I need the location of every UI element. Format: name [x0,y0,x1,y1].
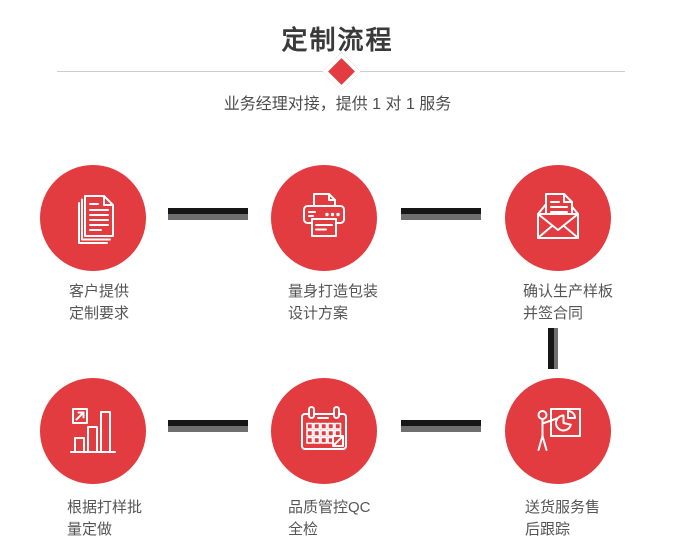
connector-step1-step2 [168,208,248,220]
step-label-3: 确认生产样板 并签合同 [523,281,613,325]
step-label-5-line2: 全检 [288,521,319,538]
step-circle-6 [505,378,611,484]
envelope-icon [537,193,579,239]
presentation-icon [537,408,581,451]
step-label-6: 送货服务售 后跟踪 [525,497,600,541]
step-label-4-line1: 根据打样批 [67,499,143,516]
step-circle-2 [271,165,377,271]
documents-icon [78,195,114,244]
step-circle-4 [40,378,146,484]
step-label-4-line2: 量定做 [67,521,113,538]
step-label-6-line2: 后跟踪 [525,521,571,538]
connector-step4-step5 [168,420,248,432]
step-label-4: 根据打样批 量定做 [67,497,142,541]
page-subtitle: 业务经理对接，提供 1 对 1 服务 [223,96,452,113]
step-circle-1 [40,165,146,271]
step-label-2-line1: 量身打造包装 [288,283,379,300]
step-circle-3 [505,165,611,271]
step-label-2-line2: 设计方案 [288,305,349,322]
connector-step2-step3 [401,208,481,220]
step-label-6-line1: 送货服务售 [525,499,601,516]
step-label-3-line1: 确认生产样板 [523,283,614,300]
step-label-1-line2: 定制要求 [69,305,130,322]
bar-chart-icon [70,408,116,453]
step-circle-5 [271,378,377,484]
step-label-5-line1: 品质管控QC [288,499,371,516]
printer-icon [303,193,345,237]
calendar-icon [301,406,347,450]
step-label-5: 品质管控QC 全检 [288,497,371,541]
step-label-1: 客户提供 定制要求 [69,281,129,325]
page-title: 定制流程 [281,25,394,55]
step-label-3-line2: 并签合同 [523,305,584,322]
connector-step3-step6 [548,328,558,369]
step-label-1-line1: 客户提供 [69,283,130,300]
connector-step5-step6 [401,420,481,432]
step-label-2: 量身打造包装 设计方案 [288,281,378,325]
diamond-accent-icon [322,52,361,91]
